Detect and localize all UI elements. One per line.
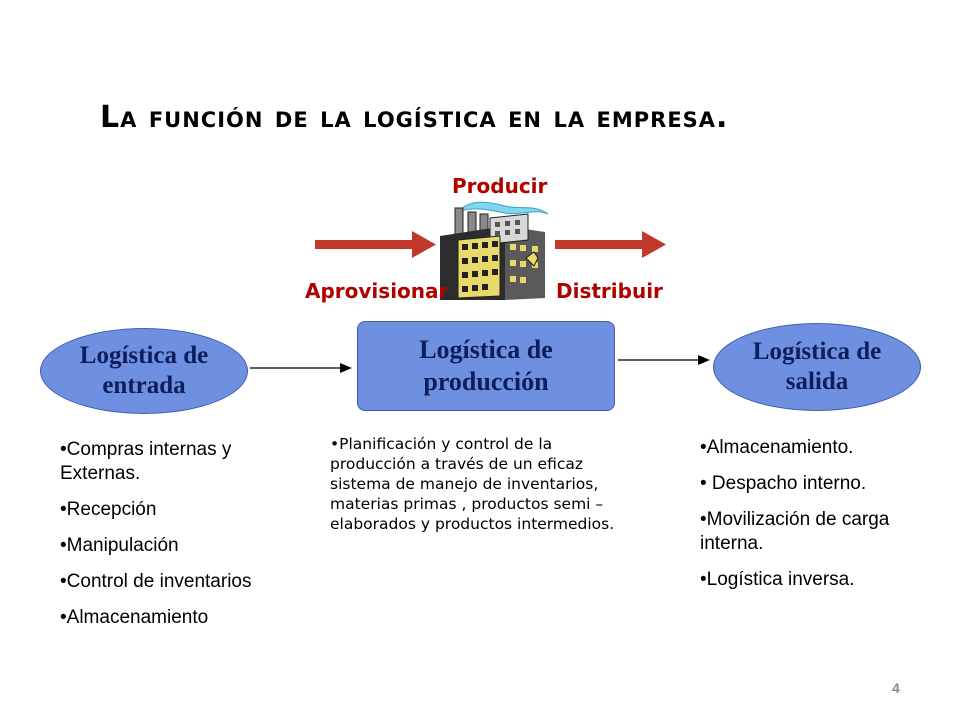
- production-label-line1: Logística de: [419, 335, 553, 364]
- outbound-label-line2: salida: [785, 368, 849, 395]
- list-item: Movilización de carga interna.: [700, 508, 900, 556]
- inbound-label-line2: entrada: [102, 372, 186, 399]
- page-number: 4: [892, 680, 900, 696]
- inbound-activities-list: Compras internas y Externas. Recepción M…: [60, 438, 260, 642]
- distribute-arrow: [555, 231, 666, 258]
- production-label-line2: producción: [423, 367, 549, 396]
- list-item: Despacho interno.: [700, 472, 900, 496]
- list-item: Control de inventarios: [60, 570, 260, 594]
- outbound-label-line1: Logística de: [752, 338, 882, 365]
- list-item: Logística inversa.: [700, 568, 900, 592]
- inbound-to-production-arrow: [250, 363, 352, 373]
- production-logistics-node: Logística de producción: [357, 321, 615, 411]
- production-activities-list: Planificación y control de la producción…: [330, 434, 630, 546]
- list-item: Planificación y control de la producción…: [330, 434, 630, 534]
- list-item: Manipulación: [60, 534, 260, 558]
- list-item: Almacenamiento: [60, 606, 260, 630]
- slide-title: La función de la logística en la empresa…: [100, 100, 729, 135]
- list-item: Almacenamiento.: [700, 436, 900, 460]
- factory-icon: [440, 201, 549, 300]
- produce-label: Producir: [452, 174, 548, 198]
- inbound-logistics-node: Logística de entrada: [40, 328, 248, 414]
- outbound-activities-list: Almacenamiento. Despacho interno. Movili…: [700, 436, 900, 604]
- list-item: Compras internas y Externas.: [60, 438, 260, 486]
- outbound-logistics-node: Logística de salida: [713, 323, 921, 411]
- distribute-label: Distribuir: [556, 279, 663, 303]
- supply-label: Aprovisionar: [305, 279, 449, 303]
- list-item: Recepción: [60, 498, 260, 522]
- supply-arrow: [315, 231, 436, 258]
- production-to-outbound-arrow: [618, 355, 710, 365]
- inbound-label-line1: Logística de: [79, 342, 209, 369]
